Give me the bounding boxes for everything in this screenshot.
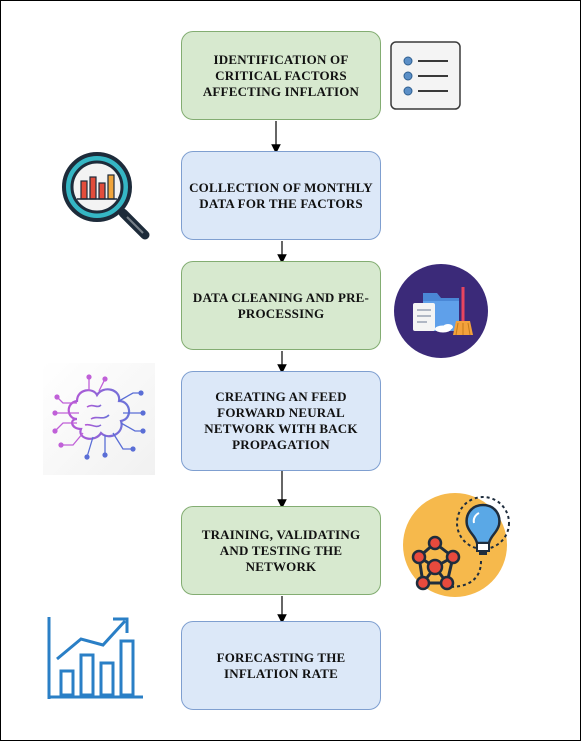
- step-identification-label: IDENTIFICATION OF CRITICAL FACTORS AFFEC…: [202, 51, 360, 99]
- network-lightbulb-icon: [403, 493, 510, 597]
- folder-broom-icon: [394, 264, 488, 358]
- step-training: TRAINING, VALIDATING AND TESTING THE NET…: [181, 506, 381, 595]
- step-neural-network: CREATING AN FEED FORWARD NEURAL NETWORK …: [181, 371, 381, 471]
- circuit-brain-icon: [43, 363, 155, 475]
- step-forecasting-label: FORECASTING THE INFLATION RATE: [216, 649, 346, 681]
- step-identification: IDENTIFICATION OF CRITICAL FACTORS AFFEC…: [181, 31, 381, 120]
- step-cleaning-label: DATA CLEANING AND PRE-PROCESSING: [192, 289, 370, 321]
- magnifier-bar-chart-icon: [62, 152, 150, 240]
- step-training-label: TRAINING, VALIDATING AND TESTING THE NET…: [201, 526, 361, 574]
- step-collection: COLLECTION OF MONTHLY DATA FOR THE FACTO…: [181, 151, 381, 240]
- step-collection-label: COLLECTION OF MONTHLY DATA FOR THE FACTO…: [189, 179, 373, 211]
- checklist-icon: [390, 41, 461, 110]
- step-cleaning: DATA CLEANING AND PRE-PROCESSING: [181, 261, 381, 350]
- step-forecasting: FORECASTING THE INFLATION RATE: [181, 621, 381, 710]
- growth-chart-icon: [47, 617, 143, 699]
- step-neural-network-label: CREATING AN FEED FORWARD NEURAL NETWORK …: [204, 389, 358, 452]
